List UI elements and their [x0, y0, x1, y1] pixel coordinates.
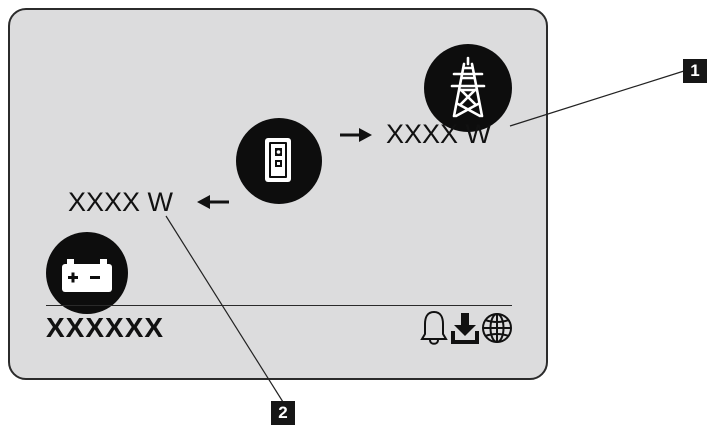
download-icon: [451, 313, 479, 344]
battery-power-value: XXXX W: [68, 187, 174, 217]
globe-icon: [482, 313, 512, 343]
status-icons: [420, 309, 514, 349]
bell-icon: [420, 310, 448, 345]
inverter-icon: [236, 118, 322, 204]
arrow-right-icon: [340, 128, 372, 142]
grid-power-value: XXXX W: [386, 119, 492, 149]
arrow-left-icon: [197, 195, 229, 209]
callout-label-2: 2: [271, 401, 295, 425]
battery-icon: [46, 232, 128, 314]
callout-label-1: 1: [683, 59, 707, 83]
status-text: XXXXXX: [46, 312, 165, 343]
power-pylon-icon: [424, 44, 512, 132]
status-divider: [46, 305, 512, 306]
